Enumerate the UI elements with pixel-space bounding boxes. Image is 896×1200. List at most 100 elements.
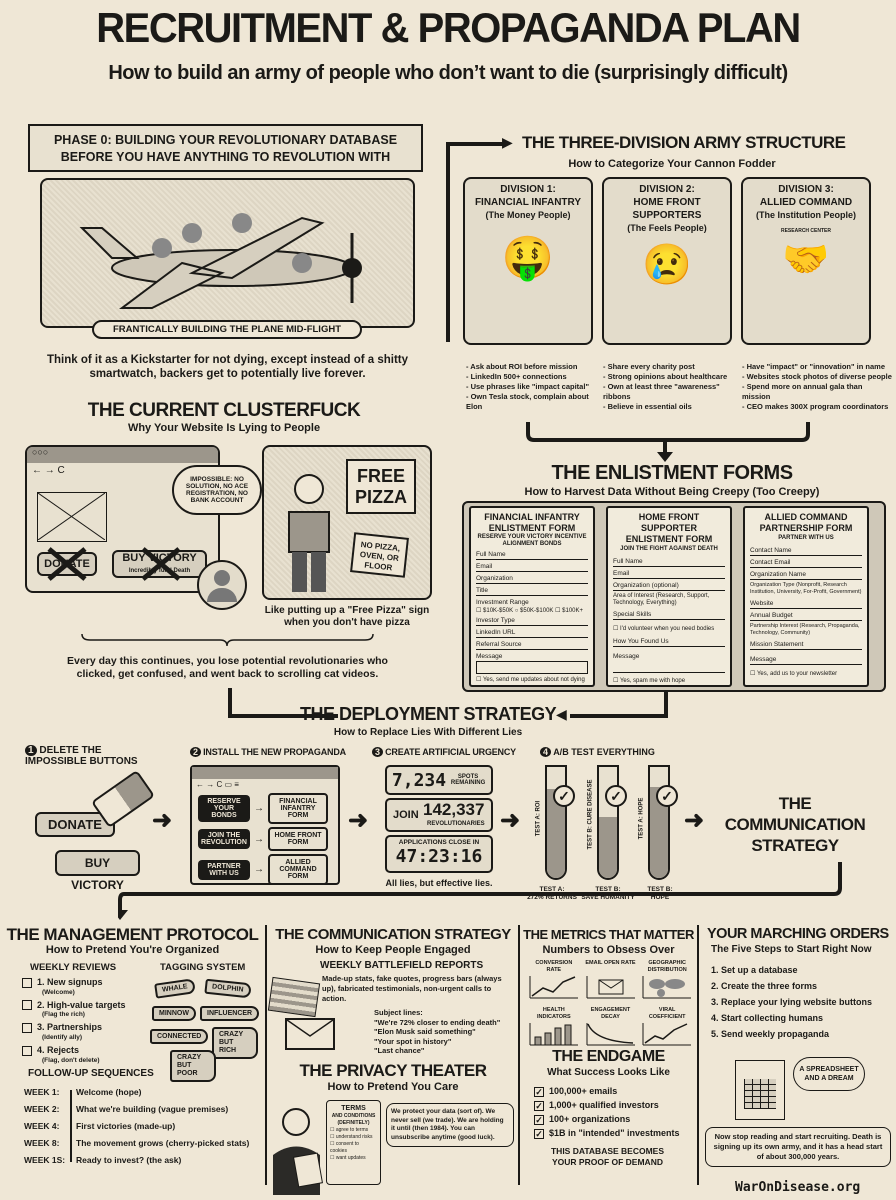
organization-field[interactable]: Organization (optional) — [613, 581, 725, 591]
management-subtitle: How to Pretend You're Organized — [45, 944, 220, 956]
full-name-field[interactable]: Full Name — [613, 557, 725, 567]
world-map-icon — [642, 976, 692, 999]
consent-checkbox[interactable]: ☐ Yes, spam me with hope — [613, 678, 686, 684]
referral-field[interactable]: Referral Source — [476, 640, 588, 650]
footer-url[interactable]: WarOnDisease.org — [735, 1180, 861, 1195]
review-item[interactable]: 4. Rejects(Flag, don't delete) — [22, 1045, 148, 1066]
step-3-label: 3 CREATE ARTIFICIAL URGENCY — [372, 747, 516, 757]
urgency-note: All lies, but effective lies. — [385, 878, 493, 888]
tag-connected[interactable]: CONNECTED — [150, 1029, 209, 1044]
building-sign: RESEARCH CENTER — [780, 228, 831, 234]
tag-influencer[interactable]: INFLUENCER — [200, 1006, 260, 1021]
website-field[interactable]: Website — [750, 599, 862, 609]
buy-victory-label: BUY VICTORY — [122, 552, 197, 564]
form-link[interactable]: HOME FRONT FORM — [268, 827, 328, 851]
tag-crazy-but-rich[interactable]: CRAZY BUT RICH — [212, 1027, 258, 1059]
tag-minnow[interactable]: MINNOW — [152, 1006, 196, 1021]
organization-field[interactable]: Organization — [476, 574, 588, 584]
tag-dolphin[interactable]: DOLPHIN — [204, 978, 252, 999]
brace-icon — [81, 633, 374, 647]
message-textarea[interactable] — [476, 661, 588, 674]
spots-value: 7,234 — [391, 769, 447, 791]
browser-nav-icon: ← → C — [32, 465, 65, 476]
consent-checkbox[interactable]: ☐ Yes, add us to your newsletter — [750, 671, 838, 677]
column-divider — [697, 925, 699, 1185]
next-communication-strategy: THE COMMUNICATION STRATEGY — [724, 794, 866, 855]
special-skills-field[interactable]: Special Skills — [613, 610, 725, 620]
tag-whale[interactable]: WHALE — [154, 978, 196, 999]
partnership-interest-field[interactable]: Partnership Interest (Research, Propagan… — [750, 623, 860, 636]
investor-type-field[interactable]: Investor Type — [476, 616, 588, 626]
range-option[interactable]: ☐ $10K-$50K — [476, 608, 514, 614]
step-number-badge: 3 — [372, 747, 383, 757]
message-textarea[interactable] — [613, 661, 725, 673]
bullet: - Ask about ROI before mission — [466, 362, 578, 371]
cta-row: RESERVE YOUR BONDS→FINANCIAL INFANTRY FO… — [198, 793, 332, 824]
metric-health-indicators: HEALTH INDICATORS — [528, 1007, 580, 1051]
consent-checkbox[interactable]: ☐ Yes, send me updates about not dying — [476, 677, 585, 683]
test-tube-label: TEST B: CURE DISEASE — [587, 779, 594, 850]
order-step: 1. Set up a database — [711, 965, 798, 975]
tag-crazy-but-poor[interactable]: CRAZY BUT POOR — [170, 1050, 216, 1082]
donate-button[interactable]: DONATE — [35, 812, 115, 837]
email-field[interactable]: Email — [476, 562, 588, 572]
plane-icon — [79, 213, 362, 309]
division-3-bullets: - Have "impact" or "innovation" in name-… — [742, 362, 892, 412]
cta-row: PARTNER WITH US→ALLIED COMMAND FORM — [198, 854, 332, 885]
terms-checkbox[interactable]: ☐ understand risks — [330, 1134, 373, 1140]
how-found-field[interactable]: How You Found Us — [613, 637, 725, 647]
title-field[interactable]: Title — [476, 586, 588, 596]
review-item[interactable]: 3. Partnerships(Identify ally) — [22, 1022, 148, 1043]
arrow-right-icon: ➜ — [152, 807, 173, 834]
buy-victory-button[interactable]: BUY VICTORY — [55, 850, 140, 892]
trend-up-chart-icon — [529, 976, 578, 999]
bullet: - Believe in essential oils — [603, 402, 692, 411]
terms-checkbox[interactable]: ☐ want updates — [330, 1155, 366, 1161]
email-field[interactable]: Email — [613, 569, 725, 579]
spots-label: SPOTS REMAINING — [450, 774, 486, 786]
volunteer-checkbox[interactable]: ☐ I'd volunteer when you need bodies — [613, 626, 715, 632]
privacy-subtitle: How to Pretend You Care — [327, 1081, 459, 1093]
bullet: - Strong opinions about healthcare — [603, 372, 728, 381]
form-title: ALLIED COMMAND PARTNERSHIP FORM — [759, 512, 853, 533]
message-label: Message — [476, 653, 503, 660]
organization-name-field[interactable]: Organization Name — [750, 570, 862, 580]
annual-budget-field[interactable]: Annual Budget — [750, 611, 862, 621]
area-of-interest-field[interactable]: Area of Interest (Research, Support, Tec… — [613, 593, 710, 606]
mission-statement-field[interactable]: Mission Statement — [750, 640, 862, 650]
linkedin-field[interactable]: LinkedIn URL — [476, 628, 588, 638]
cross-icon — [47, 547, 87, 581]
join-revolution-button[interactable]: JOIN THE REVOLUTION — [198, 829, 250, 849]
full-name-field[interactable]: Full Name — [476, 550, 588, 560]
endgame-list: ✓100,000+ emails ✓1,000+ qualified inves… — [534, 1084, 694, 1140]
contact-email-field[interactable]: Contact Email — [750, 558, 862, 568]
cta-row: JOIN THE REVOLUTION→HOME FRONT FORM — [198, 827, 332, 851]
metric-viral-coefficient: VIRAL COEFFICIENT — [641, 1007, 693, 1051]
connector-line — [664, 692, 668, 716]
endgame-subtitle: What Success Looks Like — [547, 1067, 670, 1078]
partner-button[interactable]: PARTNER WITH US — [198, 859, 250, 880]
contact-name-field[interactable]: Contact Name — [750, 546, 862, 556]
terms-checkbox[interactable]: ☐ agree to terms — [330, 1127, 369, 1133]
form-link[interactable]: FINANCIAL INFANTRY FORM — [268, 793, 328, 824]
thought-bubble: IMPOSSIBLE: NO SOLUTION, NO ACE REGISTRA… — [172, 465, 262, 515]
review-item[interactable]: 2. High-value targets(Flag the rich) — [22, 1000, 148, 1021]
investment-range-label: Investment Range — [476, 599, 529, 606]
message-field[interactable]: Message — [750, 655, 862, 665]
money-man-icon: 🤑 — [501, 234, 555, 281]
review-item[interactable]: 1. New signups(Welcome) — [22, 977, 148, 998]
range-option[interactable]: ☐ $100K+ — [555, 608, 583, 614]
organization-type-field[interactable]: Organization Type (Nonprofit, Research I… — [750, 582, 862, 595]
terms-checkbox[interactable]: ☐ consent to cookies — [330, 1141, 359, 1154]
browser-dots-icon: ○○○ — [27, 447, 218, 463]
clusterfuck-title: THE CURRENT CLUSTERFUCK — [87, 400, 361, 421]
flag-icon — [267, 976, 321, 1018]
form-link[interactable]: ALLIED COMMAND FORM — [268, 854, 328, 885]
subject-lines: Subject lines:"We're 72% closer to endin… — [374, 1008, 501, 1055]
page-title: RECRUITMENT & PROPAGANDA PLAN — [96, 4, 801, 51]
division-tag: (The Feels People) — [627, 223, 707, 233]
test-b-result: TEST B:SAVE HUMANITY — [581, 886, 635, 901]
range-option[interactable]: ○ $50K-$100K — [514, 608, 554, 614]
reserve-bonds-button[interactable]: RESERVE YOUR BONDS — [198, 795, 250, 822]
